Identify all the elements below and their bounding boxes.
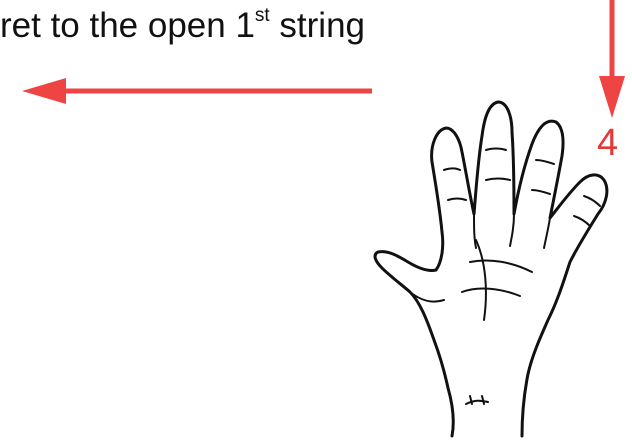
finger-number-label: 4	[597, 124, 618, 162]
open-hand-icon	[375, 102, 607, 436]
arrow-left-icon	[0, 0, 632, 104]
arrow-down-icon	[599, 0, 625, 118]
